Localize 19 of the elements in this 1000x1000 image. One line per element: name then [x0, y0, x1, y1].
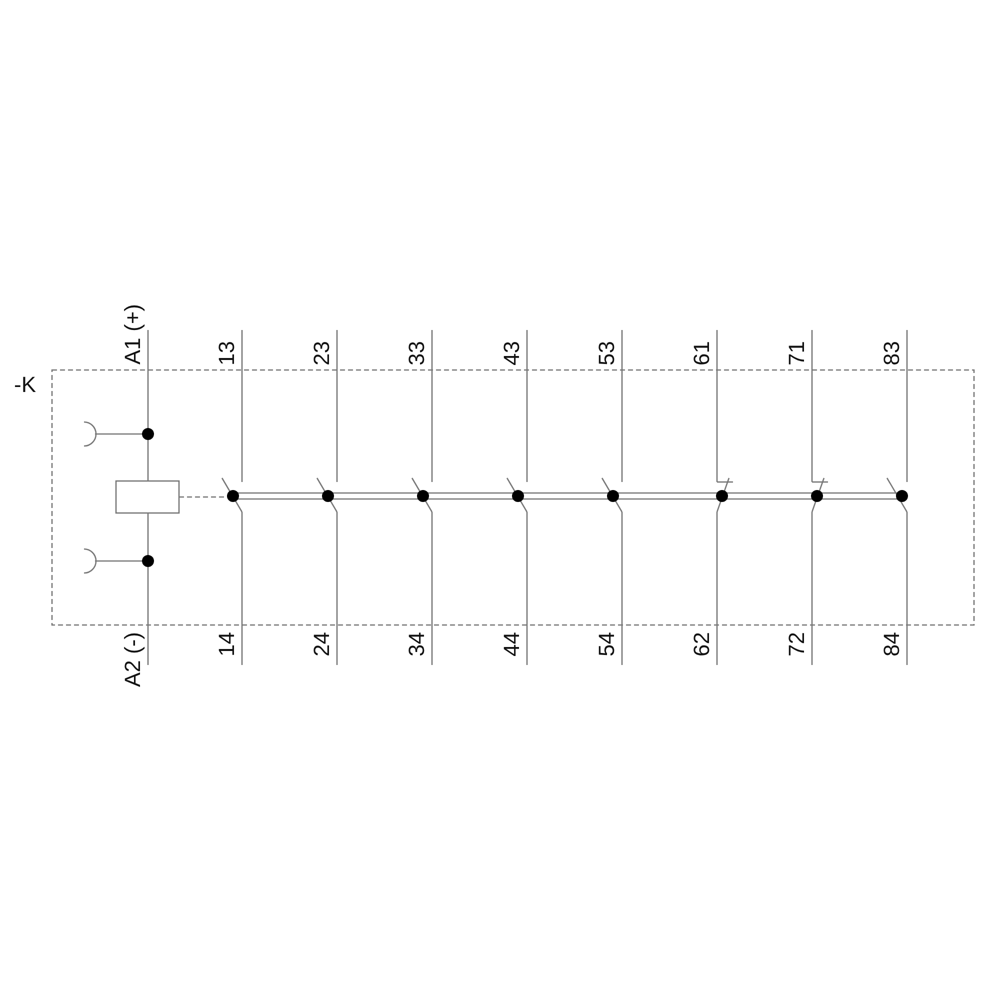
- terminal-label: A2 (-): [122, 632, 144, 687]
- terminal-label: 44: [501, 632, 523, 656]
- terminal-label: 33: [406, 340, 428, 365]
- terminal-label: 83: [881, 340, 903, 365]
- terminal-label: 72: [786, 632, 808, 656]
- terminal-label: 24: [311, 632, 333, 656]
- terminal-label: 43: [501, 340, 523, 365]
- terminal-label: 84: [881, 632, 903, 656]
- terminal-label: 13: [216, 340, 238, 365]
- terminal-label: 23: [311, 340, 333, 365]
- terminal-label: 34: [406, 632, 428, 656]
- terminal-label: 61: [691, 340, 713, 365]
- terminal-label: 53: [596, 340, 618, 365]
- device-tag: -K: [14, 374, 36, 396]
- terminal-label: 62: [691, 632, 713, 656]
- terminal-label: 71: [786, 340, 808, 365]
- terminal-label: 14: [216, 632, 238, 656]
- terminal-label: 54: [596, 632, 618, 656]
- terminal-label: A1 (+): [122, 304, 144, 365]
